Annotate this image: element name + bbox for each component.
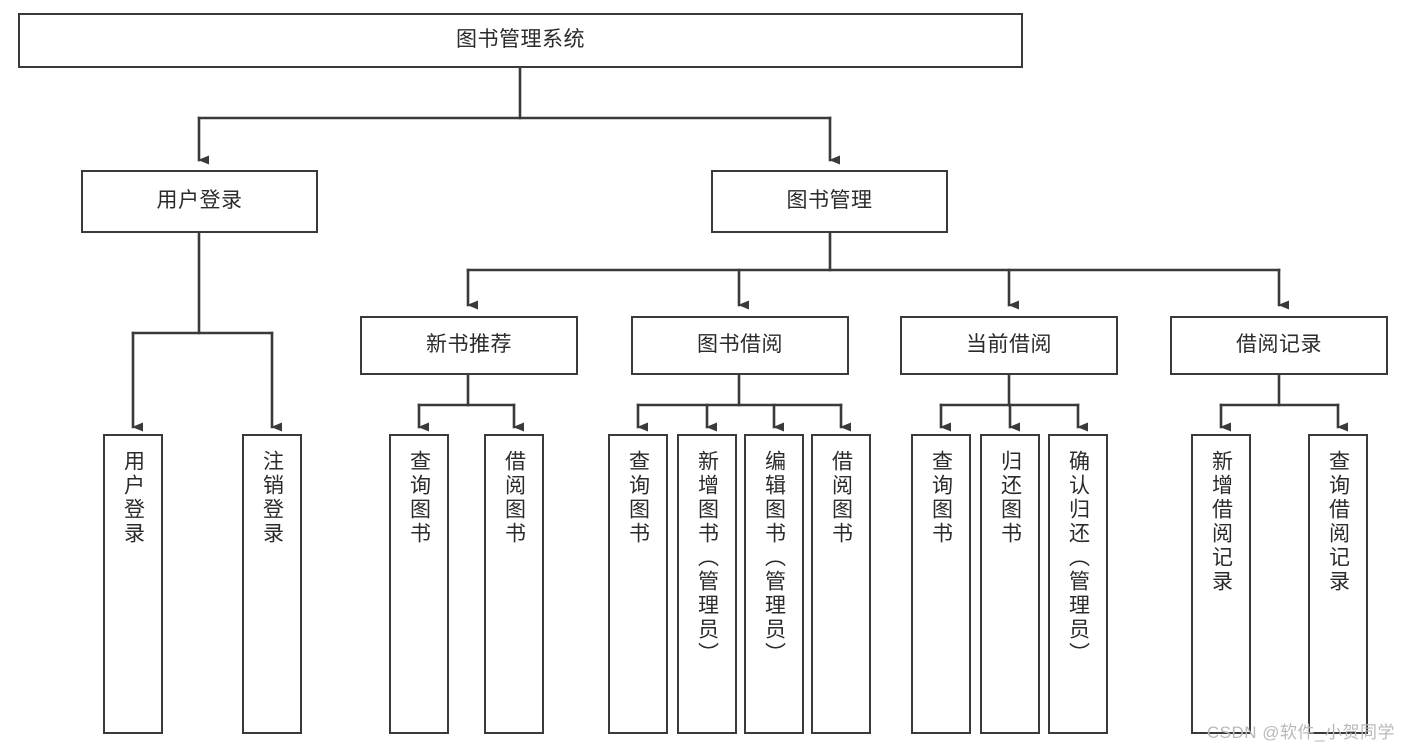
node-leaf-query-book-3[interactable]: 查询图书 bbox=[911, 434, 971, 734]
node-label: 图书管理系统 bbox=[456, 28, 585, 52]
node-leaf-confirm-return[interactable]: 确认归还（管理员） bbox=[1048, 434, 1108, 734]
node-leaf-borrow-book-1[interactable]: 借阅图书 bbox=[484, 434, 544, 734]
node-borrow-record[interactable]: 借阅记录 bbox=[1170, 316, 1388, 375]
node-leaf-query-book-1[interactable]: 查询图书 bbox=[389, 434, 449, 734]
node-leaf-user-login[interactable]: 用户登录 bbox=[103, 434, 163, 734]
node-label: 新书推荐 bbox=[426, 333, 512, 357]
node-label: 注销登录 bbox=[260, 450, 284, 546]
node-leaf-query-book-2[interactable]: 查询图书 bbox=[608, 434, 668, 734]
node-user-login[interactable]: 用户登录 bbox=[81, 170, 318, 233]
node-leaf-add-borrow-record[interactable]: 新增借阅记录 bbox=[1191, 434, 1251, 734]
node-label: 用户登录 bbox=[121, 450, 145, 546]
node-label: 确认归还（管理员） bbox=[1066, 450, 1090, 666]
node-root-system[interactable]: 图书管理系统 bbox=[18, 13, 1023, 68]
node-book-management[interactable]: 图书管理 bbox=[711, 170, 948, 233]
node-label: 新增借阅记录 bbox=[1209, 450, 1233, 594]
node-label: 查询图书 bbox=[929, 450, 953, 546]
node-leaf-edit-book[interactable]: 编辑图书（管理员） bbox=[744, 434, 804, 734]
node-label: 图书管理 bbox=[786, 189, 873, 213]
node-new-book-recommend[interactable]: 新书推荐 bbox=[360, 316, 578, 375]
csdn-watermark: CSDN @软件_小贺同学 bbox=[1206, 723, 1395, 742]
node-label: 新增图书（管理员） bbox=[695, 450, 719, 666]
node-label: 借阅记录 bbox=[1236, 333, 1322, 357]
node-label: 用户登录 bbox=[156, 189, 243, 213]
node-label: 当前借阅 bbox=[966, 333, 1052, 357]
node-label: 图书借阅 bbox=[697, 333, 783, 357]
node-book-borrow[interactable]: 图书借阅 bbox=[631, 316, 849, 375]
node-label: 查询图书 bbox=[407, 450, 431, 546]
node-leaf-query-borrow-record[interactable]: 查询借阅记录 bbox=[1308, 434, 1368, 734]
node-current-borrow[interactable]: 当前借阅 bbox=[900, 316, 1118, 375]
node-leaf-return-book[interactable]: 归还图书 bbox=[980, 434, 1040, 734]
node-label: 借阅图书 bbox=[829, 450, 853, 546]
node-leaf-add-book[interactable]: 新增图书（管理员） bbox=[677, 434, 737, 734]
node-label: 查询图书 bbox=[626, 450, 650, 546]
node-leaf-logout-login[interactable]: 注销登录 bbox=[242, 434, 302, 734]
node-label: 归还图书 bbox=[998, 450, 1022, 546]
node-leaf-borrow-book-2[interactable]: 借阅图书 bbox=[811, 434, 871, 734]
node-label: 编辑图书（管理员） bbox=[762, 450, 786, 666]
node-label: 借阅图书 bbox=[502, 450, 526, 546]
node-label: 查询借阅记录 bbox=[1326, 450, 1350, 594]
